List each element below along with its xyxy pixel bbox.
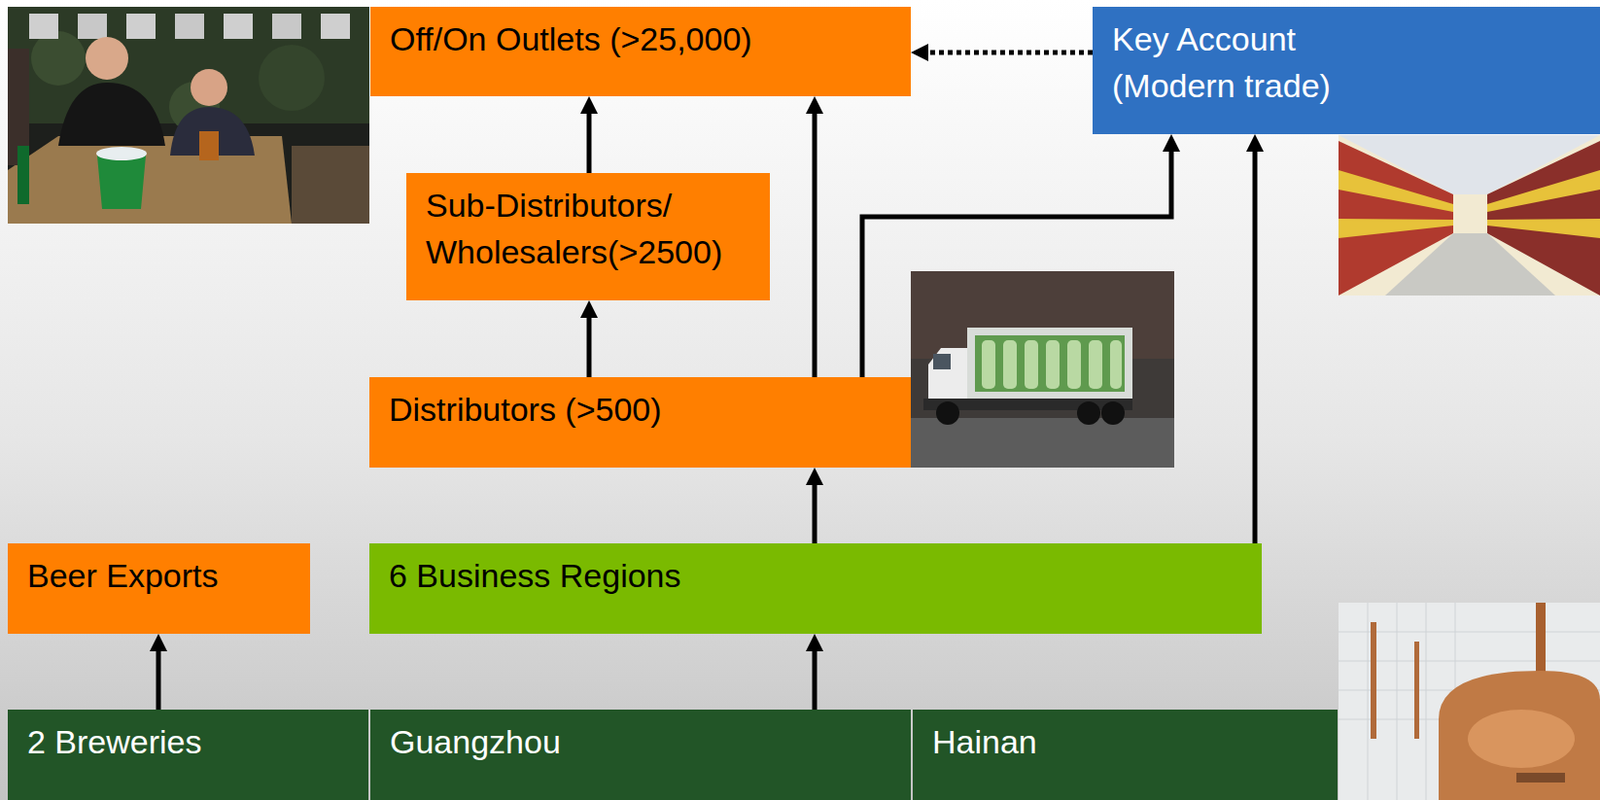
bottle-print <box>1003 340 1017 389</box>
flow-arrow <box>862 149 1172 378</box>
node-label: Off/On Outlets (>25,000) <box>389 16 753 64</box>
beer-glass <box>199 131 219 161</box>
flow-arrow <box>812 649 818 710</box>
truck-cab <box>928 347 968 401</box>
wheel <box>1101 401 1125 425</box>
bunting-flag <box>272 13 302 39</box>
node-label: Guangzhou <box>389 719 561 766</box>
brewery-band: Guangzhou <box>370 709 911 800</box>
node-label: Beer Exports <box>27 553 219 600</box>
flow-arrow <box>1252 149 1258 544</box>
copper-kettle <box>1438 670 1600 800</box>
bottle-print <box>1110 340 1122 389</box>
kettle-shine <box>1467 709 1575 768</box>
flow-arrow <box>812 483 818 544</box>
node-label: Distributors (>500) <box>388 386 662 434</box>
shelf-band <box>1487 170 1600 212</box>
flow-arrow <box>587 111 592 174</box>
beer-garden-photo <box>7 6 370 224</box>
bunting-flag <box>174 13 205 39</box>
chimney-pipe <box>1535 602 1546 681</box>
bottle-print <box>1024 340 1039 389</box>
cab-window <box>933 353 951 370</box>
export-box: Beer Exports <box>7 543 311 634</box>
brewery-band: Hainan <box>912 709 1338 800</box>
shelf-band <box>1338 170 1454 212</box>
ice-bucket <box>97 155 146 209</box>
wholesaler-box: Sub-Distributors/ Wholesalers(>2500) <box>406 173 770 301</box>
brew-kettle-photo <box>1338 602 1600 800</box>
photo-ground <box>7 6 370 224</box>
ice <box>96 146 147 161</box>
chair <box>291 145 370 224</box>
dotted-arrow <box>926 50 1093 56</box>
bottle-print <box>981 340 996 389</box>
person-body <box>58 82 166 146</box>
leaves <box>31 31 86 86</box>
bunting-flag <box>320 13 350 39</box>
truck-photo <box>910 271 1175 468</box>
kettle-band <box>1516 772 1566 783</box>
bottle-print <box>1088 340 1103 389</box>
wheel <box>936 401 960 425</box>
node-label: Sub-Distributors/ Wholesalers(>2500) <box>425 182 747 276</box>
pipe <box>1414 641 1420 739</box>
bottle-print <box>1045 340 1060 389</box>
outlet-box: Off/On Outlets (>25,000) <box>370 6 911 97</box>
node-label: 6 Business Regions <box>388 553 682 600</box>
node-label: 2 Breweries <box>27 719 203 766</box>
person-head <box>190 69 228 106</box>
street <box>910 417 1175 468</box>
photo-ground <box>1338 135 1600 296</box>
distributor-box: Distributors (>500) <box>369 377 911 468</box>
wheel <box>1077 401 1101 425</box>
shelf-band <box>1338 218 1454 239</box>
photo-ground <box>910 271 1175 468</box>
pipe <box>1370 622 1377 739</box>
flow-arrow <box>156 649 162 710</box>
tile-grid <box>1338 602 1600 800</box>
brewery-band: 2 Breweries <box>7 709 369 800</box>
tiled-wall <box>1338 602 1600 800</box>
supermarket-photo <box>1338 135 1600 296</box>
aisle-floor <box>1385 233 1556 296</box>
bottle-print <box>974 335 1125 392</box>
flow-arrow <box>812 111 818 378</box>
bottle-print <box>1067 340 1081 389</box>
region-band: 6 Business Regions <box>369 543 1262 634</box>
node-label: Key Account (Modern trade) <box>1112 16 1404 109</box>
truck-trailer <box>967 327 1133 401</box>
key-account-box: Key Account (Modern trade) <box>1092 6 1600 135</box>
bunting-flag <box>223 13 253 39</box>
person-head <box>85 36 129 80</box>
shelf-band <box>1487 218 1600 239</box>
node-label: Hainan <box>932 719 1038 766</box>
flow-arrow <box>587 315 592 378</box>
bunting-flag <box>126 13 156 39</box>
bottle <box>17 145 30 205</box>
bunting-flag <box>29 13 59 39</box>
leaves <box>258 44 325 111</box>
bunting-flag <box>77 13 107 39</box>
